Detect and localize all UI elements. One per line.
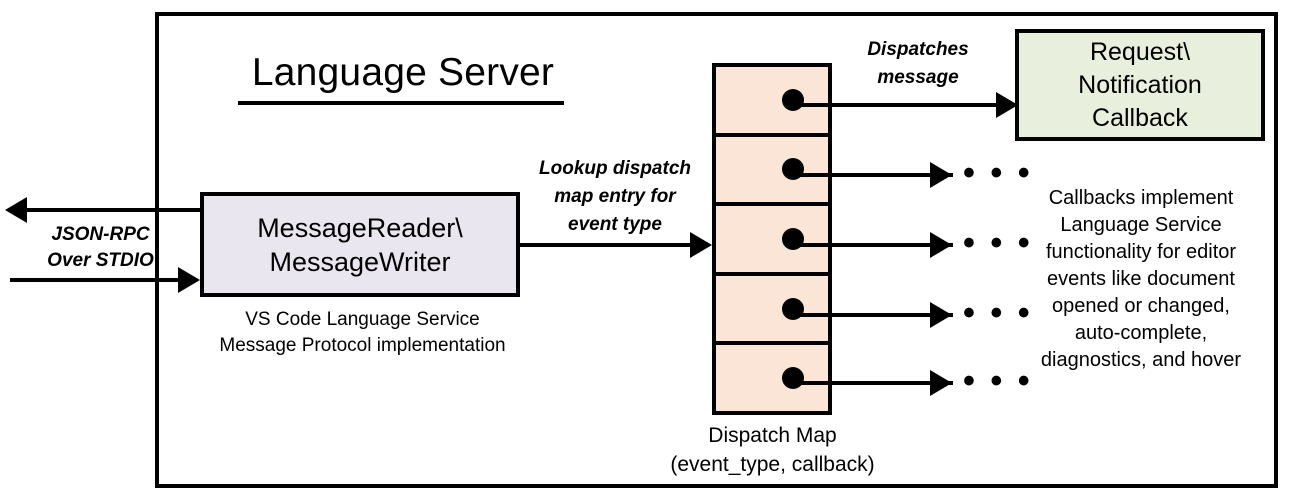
dispatch-entry-dot-icon	[782, 367, 804, 390]
dispatch-map-caption: Dispatch Map (event_type, callback)	[640, 421, 905, 479]
transport-label-line1: JSON-RPC	[51, 224, 150, 245]
callback-caption-line2: Language Service	[1060, 214, 1222, 236]
message-reader-writer-line2: MessageWriter	[269, 246, 451, 277]
dispatch-map-row[interactable]	[716, 136, 828, 207]
inbound-rpc-line	[10, 278, 182, 282]
dispatch-row2-line	[788, 173, 953, 177]
dispatches-message-line1: Dispatches	[867, 39, 969, 60]
dispatch-entry-dot-icon	[782, 88, 804, 111]
dispatch-row2-arrowhead	[930, 162, 952, 188]
dispatch-map-row[interactable]	[716, 345, 828, 411]
callback-caption-line6: auto-complete,	[1074, 322, 1208, 344]
callback-caption-line5: opened or changed,	[1052, 295, 1230, 317]
callback-caption: Callbacks implement Language Service fun…	[1010, 185, 1272, 374]
lookup-label-line1: Lookup dispatch	[539, 158, 691, 179]
callback-box-line2: Notification	[1078, 70, 1202, 99]
dispatches-message-label: Dispatches message	[838, 36, 998, 92]
lookup-arrow-line	[520, 243, 692, 247]
page-title-underline	[238, 101, 564, 105]
callback-box-line3: Callback	[1092, 103, 1188, 132]
page-title: Language Server	[251, 51, 555, 94]
transport-label-line2: Over STDIO	[47, 250, 154, 271]
callback-caption-line4: events like document	[1047, 268, 1235, 290]
lookup-label-line3: event type	[568, 214, 662, 235]
dispatch-row5-line	[788, 381, 953, 385]
dispatch-map[interactable]	[712, 63, 832, 415]
message-reader-writer-caption-line1: VS Code Language Service	[245, 309, 480, 330]
callback-box-label: Request\ Notification Callback	[1078, 36, 1202, 135]
dispatch-row4-arrowhead	[930, 302, 952, 328]
lookup-label-line2: map entry for	[554, 186, 676, 207]
dispatch-row4-line	[788, 313, 953, 317]
dispatch-row5-arrowhead	[930, 370, 952, 396]
dispatch-map-caption-line1: Dispatch Map	[708, 424, 837, 447]
dispatch-row1-arrowhead	[996, 92, 1018, 118]
dispatches-message-line2: message	[877, 67, 959, 88]
lookup-arrow-arrowhead	[690, 232, 712, 258]
dispatch-map-row[interactable]	[716, 275, 828, 346]
outbound-rpc-arrowhead	[5, 197, 27, 223]
callback-caption-line3: functionality for editor	[1045, 241, 1237, 263]
outbound-rpc-line	[27, 208, 202, 212]
dispatch-map-row[interactable]	[716, 67, 828, 137]
dispatch-row2-ellipsis: • • •	[963, 154, 1033, 192]
message-reader-writer-caption-line2: Message Protocol implementation	[219, 335, 506, 356]
callback-box-line1: Request\	[1089, 37, 1191, 66]
callback-caption-line7: diagnostics, and hover	[1040, 349, 1242, 371]
dispatch-entry-dot-icon	[782, 158, 804, 181]
dispatch-row3-line	[788, 243, 953, 247]
message-reader-writer-box[interactable]: MessageReader\ MessageWriter	[200, 192, 520, 297]
dispatch-row3-arrowhead	[930, 232, 952, 258]
message-reader-writer-caption: VS Code Language Service Message Protoco…	[190, 307, 535, 359]
dispatch-row5-ellipsis: • • •	[963, 362, 1033, 400]
lookup-label: Lookup dispatch map entry for event type	[520, 155, 710, 239]
dispatch-map-caption-line2: (event_type, callback)	[670, 453, 875, 476]
callback-caption-line1: Callbacks implement	[1048, 187, 1234, 209]
language-server-frame	[155, 12, 1278, 488]
transport-label: JSON-RPC Over STDIO	[28, 222, 173, 274]
dispatch-map-row[interactable]	[716, 206, 828, 276]
request-notification-callback-box[interactable]: Request\ Notification Callback	[1015, 29, 1265, 141]
message-reader-writer-line1: MessageReader\	[257, 212, 463, 243]
message-reader-writer-label: MessageReader\ MessageWriter	[257, 211, 463, 279]
inbound-rpc-arrowhead	[178, 267, 200, 293]
dispatch-row1-line	[788, 103, 1021, 107]
